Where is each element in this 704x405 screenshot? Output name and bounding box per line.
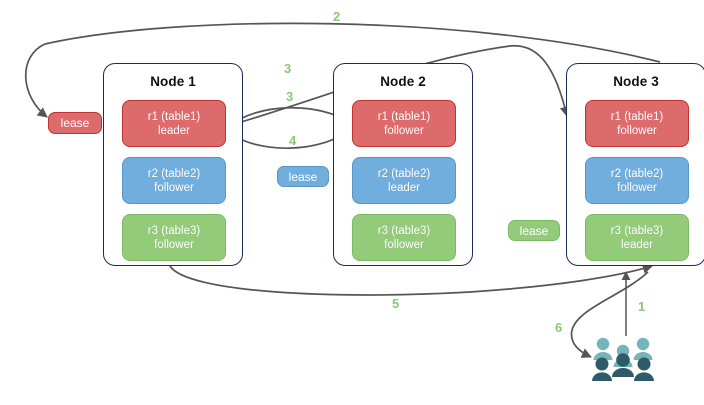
replica-role: follower <box>617 181 657 194</box>
step-label-2: 2 <box>333 9 341 24</box>
replica-node2-r3[interactable]: r3 (table3) follower <box>352 214 456 261</box>
edge-step-5 <box>169 263 653 296</box>
replica-node1-r3[interactable]: r3 (table3) follower <box>122 214 226 261</box>
replica-role: follower <box>617 124 657 137</box>
step-label-3-upper: 3 <box>284 61 292 76</box>
edge-step-3-node2 <box>227 106 351 128</box>
people-icon <box>592 337 654 381</box>
step-label-6: 6 <box>555 320 563 335</box>
node-title: Node 3 <box>613 74 659 89</box>
step-label-5: 5 <box>392 296 400 311</box>
replica-name: r1 (table1) <box>147 110 201 123</box>
replica-name: r2 (table2) <box>610 167 664 180</box>
replica-name: r2 (table2) <box>147 167 201 180</box>
replica-role: follower <box>384 238 424 251</box>
replica-node2-r2[interactable]: r2 (table2) leader <box>352 157 456 204</box>
replica-role: leader <box>158 124 190 137</box>
step-label-4: 4 <box>289 133 297 148</box>
replica-role: follower <box>384 124 424 137</box>
replica-role: leader <box>388 181 420 194</box>
lease-badge-red[interactable]: lease <box>48 112 102 134</box>
replica-role: leader <box>621 238 653 251</box>
step-label-3-lower: 3 <box>286 89 294 104</box>
node-box-node1[interactable]: Node 1 r1 (table1) leader r2 (table2) fo… <box>103 63 243 266</box>
lease-badge-green[interactable]: lease <box>508 220 560 241</box>
replica-role: follower <box>154 181 194 194</box>
replica-node3-r1[interactable]: r1 (table1) follower <box>585 100 689 147</box>
replica-name: r3 (table3) <box>610 224 664 237</box>
replica-name: r1 (table1) <box>377 110 431 123</box>
replica-node2-r1[interactable]: r1 (table1) follower <box>352 100 456 147</box>
replica-node3-r3[interactable]: r3 (table3) leader <box>585 214 689 261</box>
replica-name: r3 (table3) <box>147 224 201 237</box>
node-box-node2[interactable]: Node 2 r1 (table1) follower r2 (table2) … <box>333 63 473 266</box>
node-title: Node 1 <box>150 74 196 89</box>
replica-node1-r1[interactable]: r1 (table1) leader <box>122 100 226 147</box>
node-box-node3[interactable]: Node 3 r1 (table1) follower r2 (table2) … <box>566 63 704 266</box>
replica-name: r3 (table3) <box>377 224 431 237</box>
replica-name: r2 (table2) <box>377 167 431 180</box>
lease-badge-blue[interactable]: lease <box>277 166 329 187</box>
step-label-1: 1 <box>638 299 646 314</box>
node-title: Node 2 <box>380 74 426 89</box>
replica-node3-r2[interactable]: r2 (table2) follower <box>585 157 689 204</box>
replica-role: follower <box>154 238 194 251</box>
replica-name: r1 (table1) <box>610 110 664 123</box>
replica-node1-r2[interactable]: r2 (table2) follower <box>122 157 226 204</box>
